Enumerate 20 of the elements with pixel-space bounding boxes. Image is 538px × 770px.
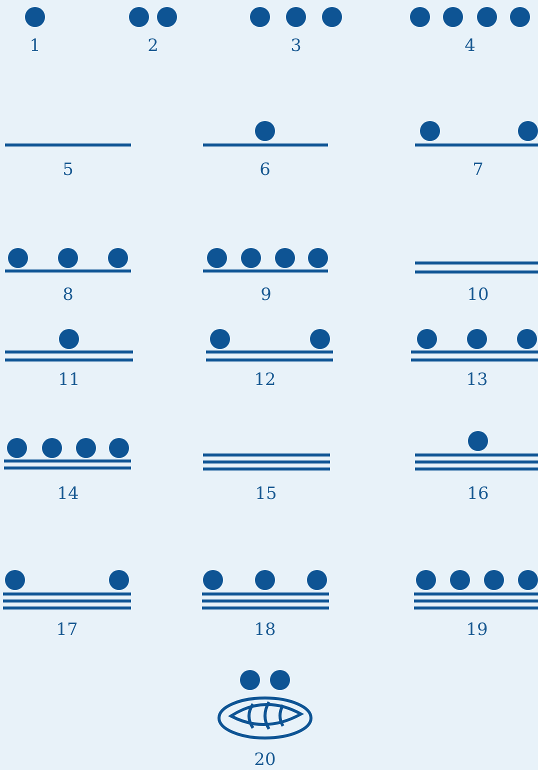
number-label: 5 <box>62 160 74 180</box>
number-label: 16 <box>467 484 489 504</box>
number-label: 19 <box>466 620 488 640</box>
number-label: 1 <box>30 36 40 56</box>
number-label: 3 <box>290 36 302 56</box>
number-label: 7 <box>472 160 484 180</box>
number-label: 10 <box>467 285 489 305</box>
number-label: 13 <box>466 370 488 390</box>
number-label: 18 <box>254 620 276 640</box>
number-label: 14 <box>57 484 79 504</box>
number-label: 20 <box>254 750 276 770</box>
number-label: 11 <box>58 370 80 390</box>
number-label: 17 <box>56 620 78 640</box>
number-label: 12 <box>254 370 276 390</box>
number-label: 6 <box>260 160 270 180</box>
number-label: 15 <box>255 484 277 504</box>
number-label: 4 <box>464 36 476 56</box>
number-label: 9 <box>260 285 272 305</box>
number-label: 8 <box>62 285 74 305</box>
number-label: 2 <box>148 36 158 56</box>
